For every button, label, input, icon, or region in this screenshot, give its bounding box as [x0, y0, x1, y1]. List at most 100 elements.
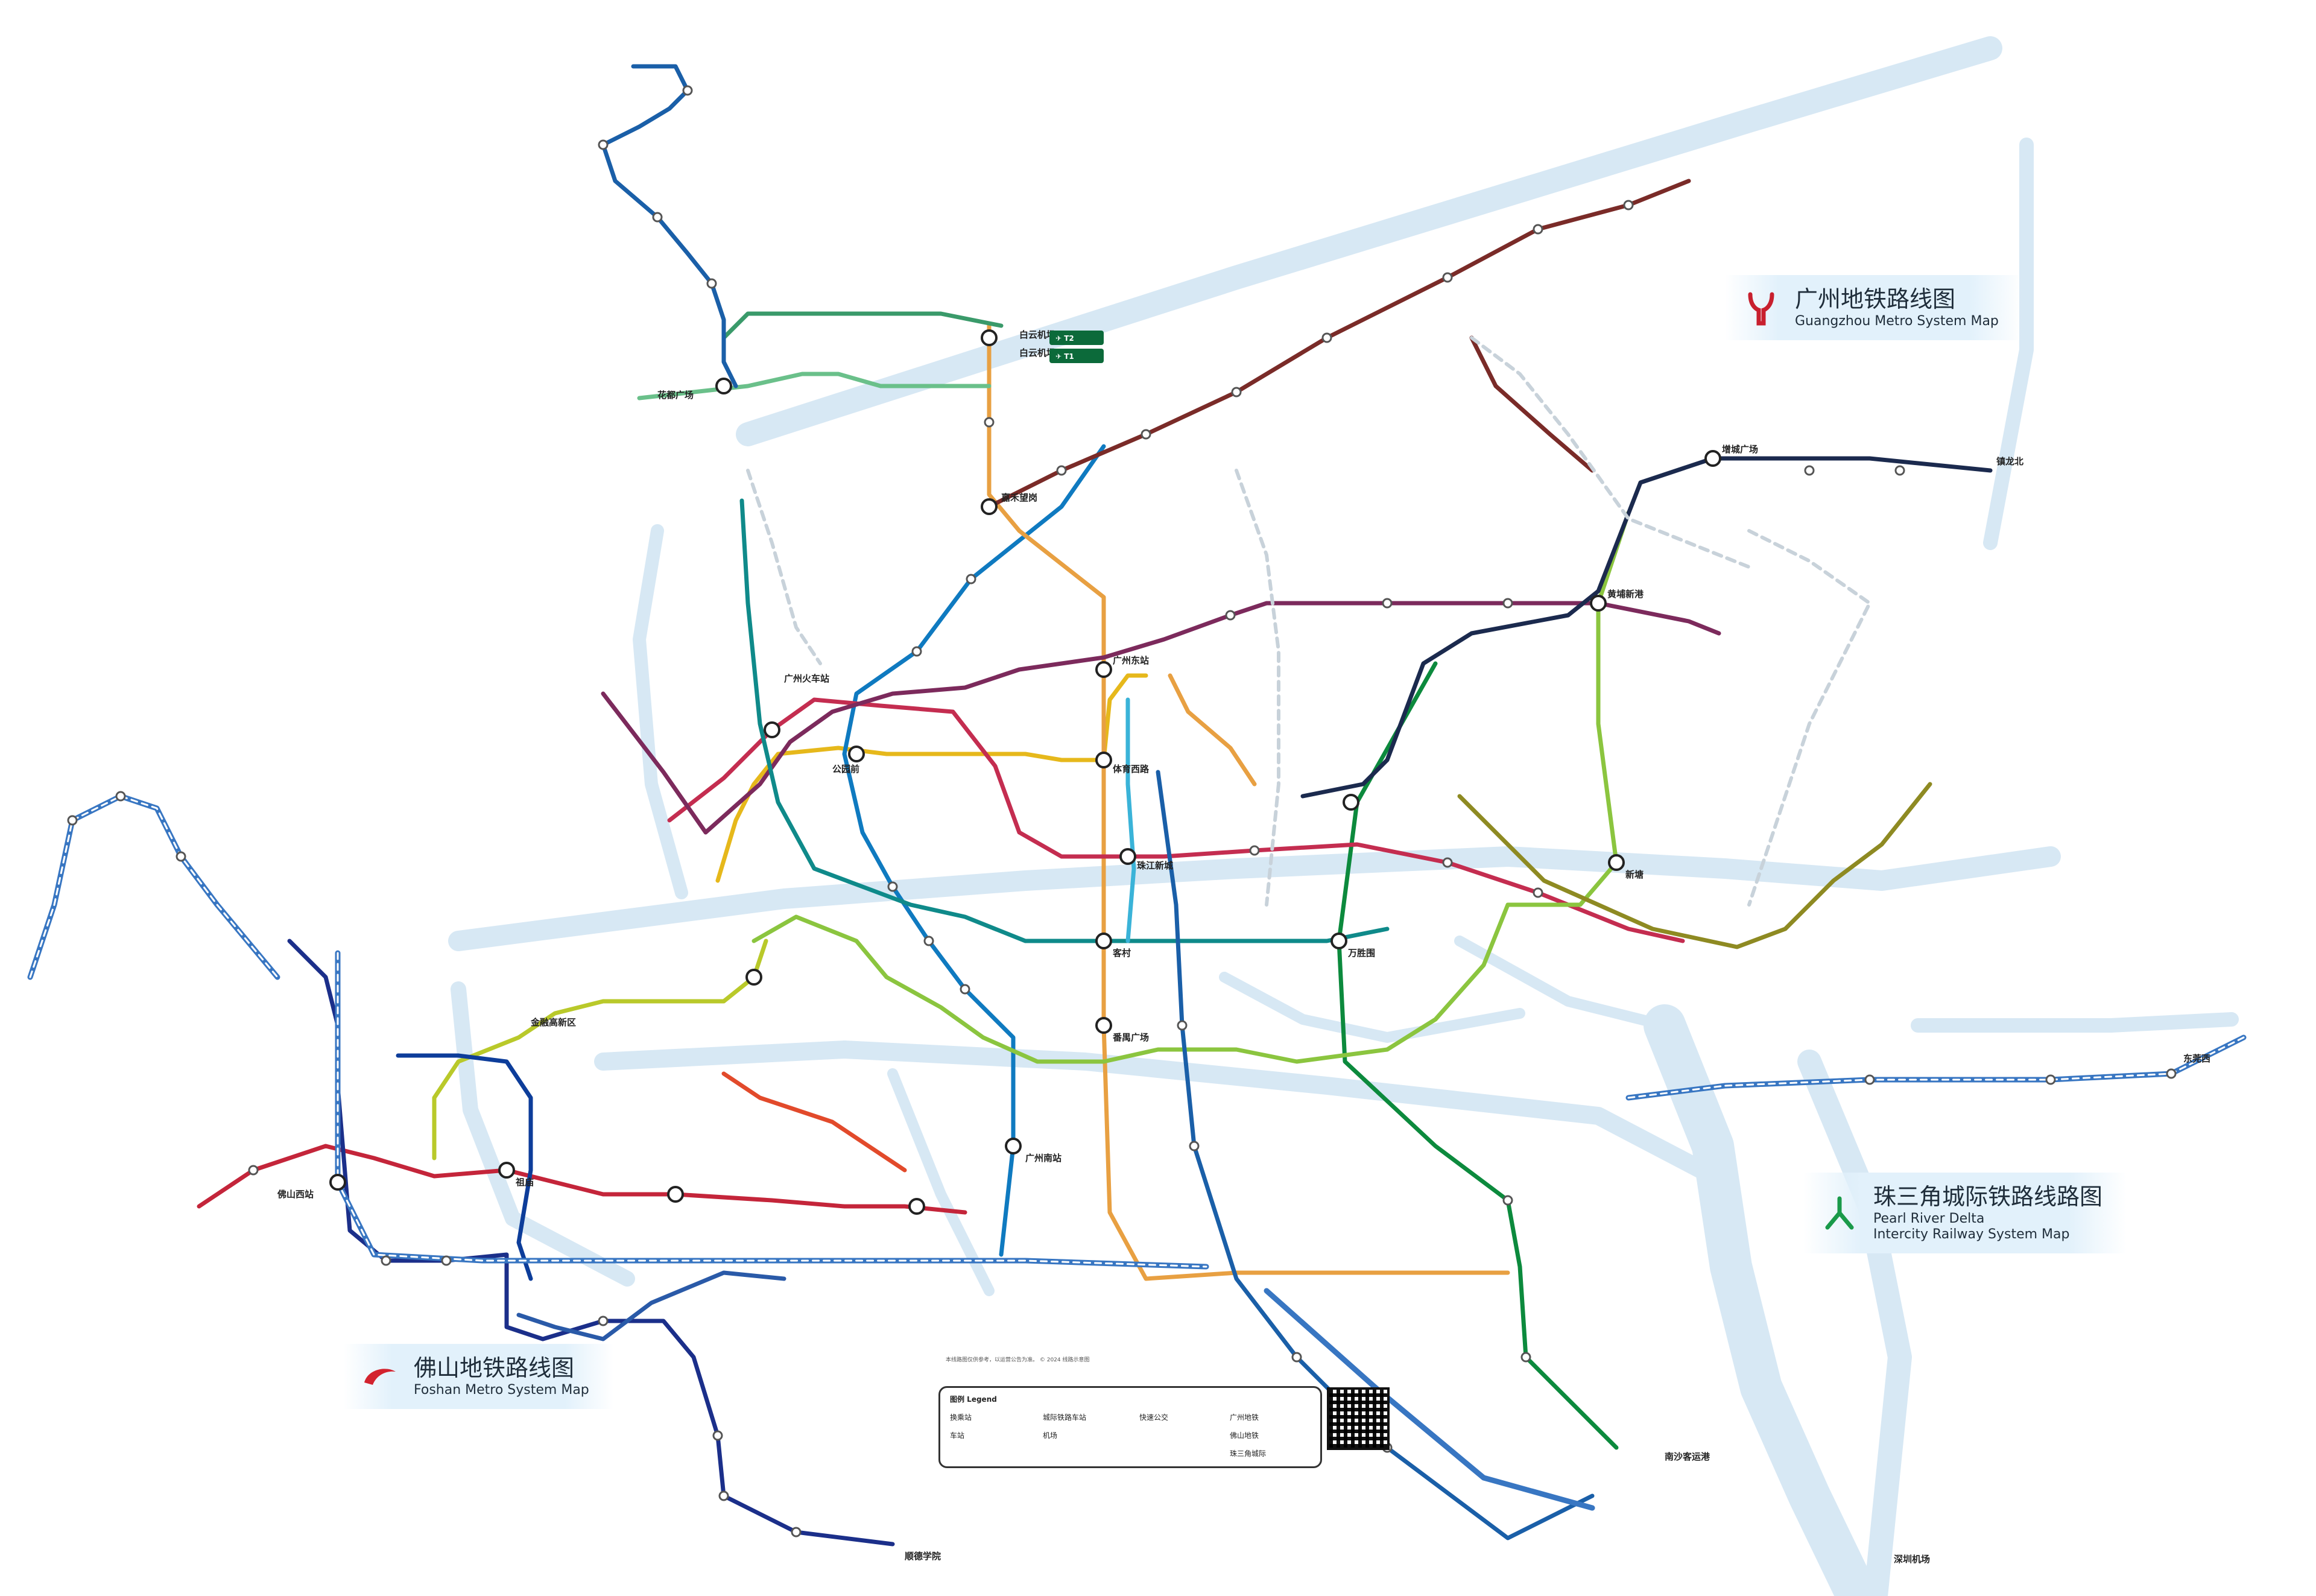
station-dot[interactable] [1141, 429, 1151, 440]
station-dot[interactable] [911, 646, 922, 657]
north-line [601, 64, 738, 388]
airport-t1-icon: ✈ T1 [1055, 352, 1074, 361]
label-gongyuanqian: 公园前 [832, 764, 859, 774]
interchange-huangpu[interactable] [1590, 595, 1607, 612]
legend-fs-metro: 佛山地铁 [1230, 1431, 1259, 1440]
station-dot[interactable] [1520, 1352, 1531, 1363]
interchange-tiyuxilu[interactable] [1095, 752, 1112, 768]
river-pearl [448, 846, 2061, 951]
interchange-chebei[interactable] [1343, 794, 1359, 811]
interchange-xinyuan[interactable] [1608, 854, 1625, 871]
interchange-fs-2[interactable] [908, 1198, 925, 1215]
title-guangzhou-zh: 广州地铁路线图 [1795, 286, 1956, 312]
interchange-jiahe[interactable] [981, 498, 998, 515]
station-dot[interactable] [1864, 1074, 1875, 1085]
title-foshan-en: Foshan Metro System Map [414, 1382, 589, 1398]
label-zhujiangxincheng: 珠江新城 [1137, 860, 1173, 871]
legend-heading: 图例 Legend [950, 1395, 997, 1404]
label-jiahewanggang: 嘉禾望岗 [1001, 492, 1037, 503]
station-dot[interactable] [923, 936, 934, 946]
fs-guangfo [396, 1053, 533, 1281]
interchange-gongyuanqian[interactable] [848, 746, 865, 762]
station-dot[interactable] [598, 139, 609, 150]
interchange-zengcheng[interactable] [1704, 450, 1721, 467]
label-shenzhen: 深圳机场 [1894, 1554, 1930, 1565]
river-branch-2 [1219, 972, 1525, 1043]
station-dot[interactable] [67, 815, 78, 826]
station-dot[interactable] [115, 791, 126, 802]
label-tiyuxilu: 体育西路 [1113, 764, 1150, 774]
gz-line-9 [637, 372, 992, 401]
label-panyu: 番禺广场 [1112, 1032, 1149, 1043]
title-prd-en2: Intercity Railway System Map [1873, 1226, 2070, 1242]
legend-station: 车站 [950, 1431, 965, 1440]
gz-line-8 [739, 498, 1390, 943]
gz-line-5 [667, 697, 1685, 943]
station-dot[interactable] [598, 1316, 609, 1326]
interchange-panyu[interactable] [1095, 1017, 1112, 1034]
station-dot[interactable] [2045, 1074, 2056, 1085]
station-dot[interactable] [1442, 857, 1453, 868]
legend-rail-station: 城际铁路车站 [1043, 1413, 1087, 1422]
planned-lines [746, 336, 1872, 907]
station-dot[interactable] [966, 574, 976, 584]
station-dot[interactable] [1623, 200, 1634, 211]
interchange-airport[interactable] [981, 329, 998, 346]
interchange-wanshengwei[interactable] [1330, 933, 1347, 949]
station-dot[interactable] [1502, 598, 1513, 609]
station-dot[interactable] [1804, 465, 1815, 476]
station-dot[interactable] [1056, 465, 1067, 476]
prd-rail-east [1625, 1034, 2247, 1101]
interchange-fs-3[interactable] [667, 1186, 684, 1203]
interchange-huadu[interactable] [715, 378, 732, 394]
station-dot[interactable] [381, 1255, 391, 1266]
station-dot[interactable] [652, 212, 663, 223]
station-dot[interactable] [984, 417, 995, 428]
station-dot[interactable] [1442, 272, 1453, 283]
station-dot[interactable] [1231, 387, 1242, 397]
planned-4 [746, 469, 822, 665]
interchange-fs-1[interactable] [329, 1174, 346, 1191]
station-dot[interactable] [1533, 887, 1543, 898]
station-dot[interactable] [718, 1490, 729, 1501]
station-dot[interactable] [1225, 610, 1236, 621]
label-zumiao: 祖庙 [515, 1177, 534, 1188]
station-dot[interactable] [1177, 1020, 1188, 1031]
station-dot[interactable] [1189, 1141, 1200, 1151]
interchange-xichang[interactable] [764, 721, 780, 738]
station-dot[interactable] [712, 1430, 723, 1441]
station-dot[interactable] [2166, 1068, 2177, 1079]
station-dot[interactable] [248, 1165, 259, 1176]
foshan-metro-logo-icon [364, 1369, 396, 1385]
station-dot[interactable] [791, 1527, 802, 1537]
interchange-guangzhoudong[interactable] [1095, 661, 1112, 678]
planned-3 [1747, 529, 1872, 907]
station-dot[interactable] [1321, 332, 1332, 343]
station-dot[interactable] [1382, 598, 1393, 609]
station-dot[interactable] [1533, 224, 1543, 235]
station-dot[interactable] [887, 881, 898, 892]
station-dot[interactable] [1894, 465, 1905, 476]
label-wanshengwei: 万胜围 [1347, 948, 1375, 958]
station-dot[interactable] [682, 85, 693, 96]
station-dot[interactable] [1291, 1352, 1302, 1363]
river-south [594, 1040, 1734, 1191]
station-dot[interactable] [1502, 1195, 1513, 1206]
interchange-zumiao[interactable] [498, 1162, 515, 1179]
label-dongguan: 东莞西 [2183, 1053, 2210, 1064]
interchange-zhujiangxincheng[interactable] [1119, 848, 1136, 865]
station-dot[interactable] [960, 984, 970, 995]
interchange-guangzhounan[interactable] [1005, 1138, 1022, 1154]
prd-rail-fs-casing [337, 952, 1207, 1268]
station-dot[interactable] [441, 1255, 452, 1266]
station-dot[interactable] [1249, 845, 1260, 856]
river-main [736, 36, 2002, 446]
interchange-kecun[interactable] [1095, 933, 1112, 949]
station-dot[interactable] [176, 851, 186, 862]
gz-line-1 [715, 673, 1148, 883]
label-guangzhounan: 广州南站 [1025, 1153, 1062, 1164]
station-dot[interactable] [706, 278, 717, 289]
fs-nanhai [516, 1270, 786, 1341]
fs-lines [197, 939, 967, 1547]
interchange-gf[interactable] [745, 969, 762, 986]
